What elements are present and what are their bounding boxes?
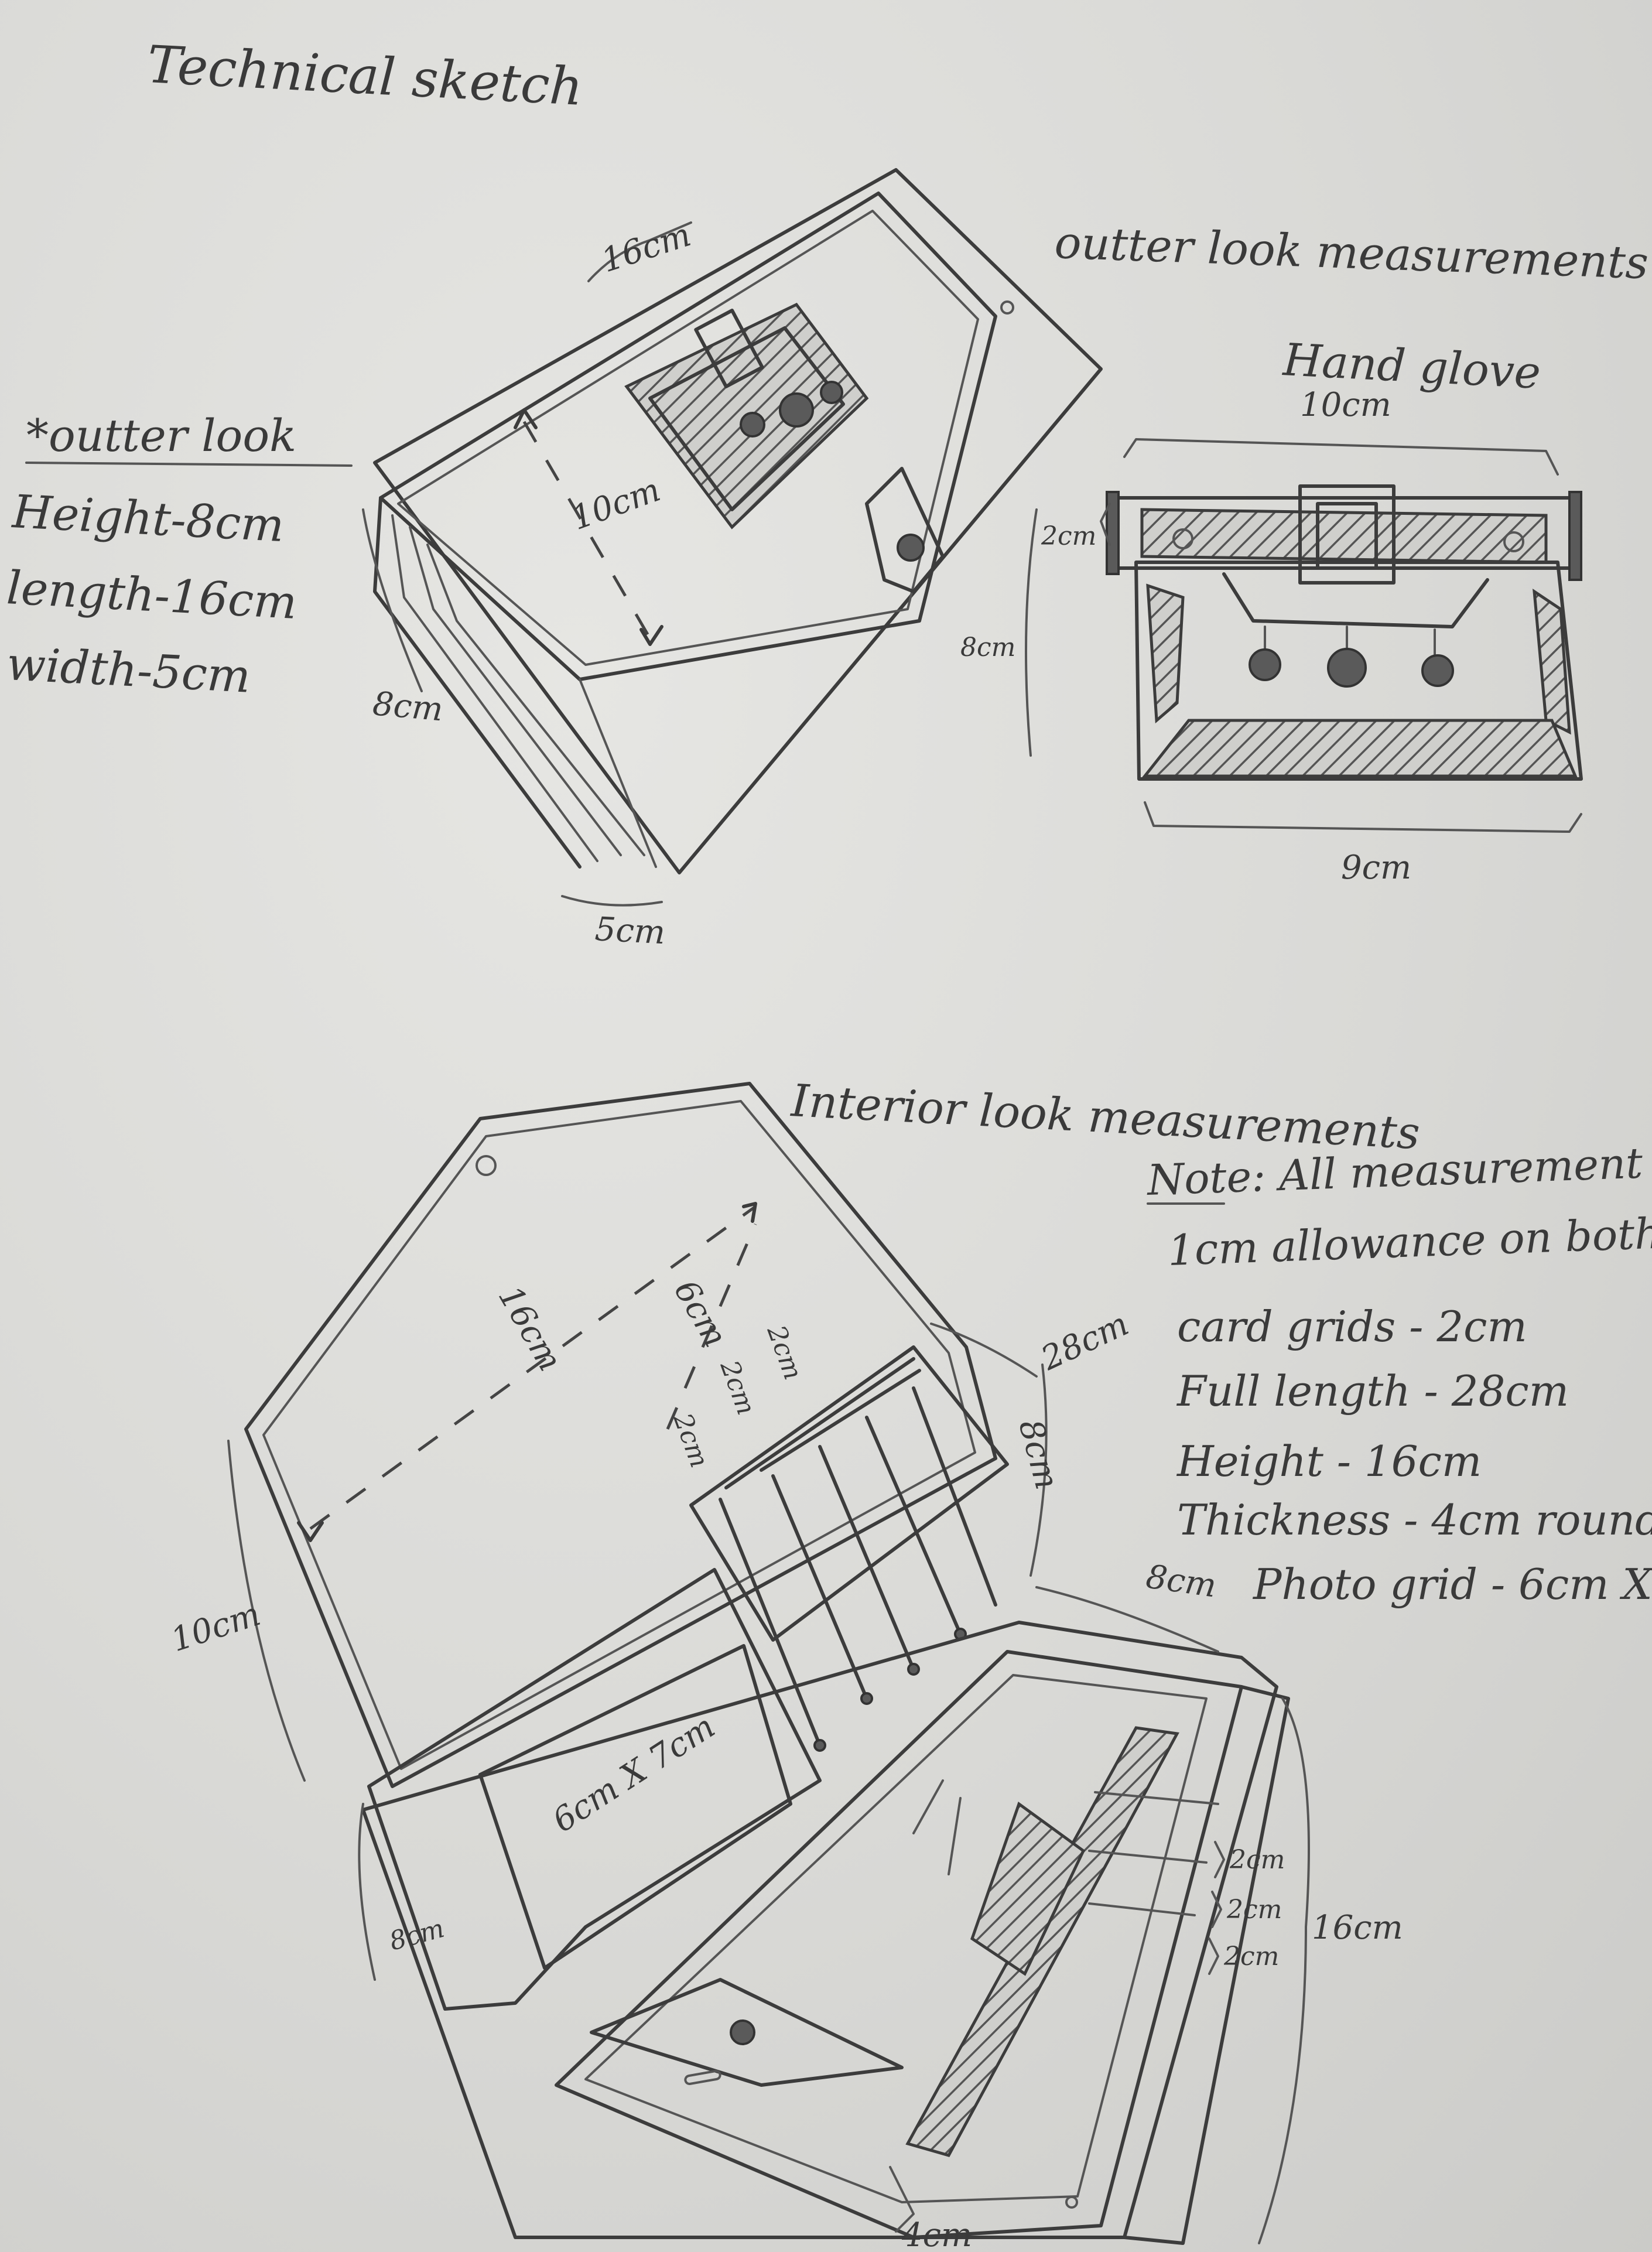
int-dim-flap-length: 16cm: [491, 1280, 569, 1378]
interior-notes: Note: All measurement has 1cm allowance …: [1145, 1135, 1652, 1609]
note-line-3: card grids - 2cm: [1177, 1302, 1527, 1351]
clasp-rivet-3: [820, 381, 843, 404]
note-line-4: Full length - 28cm: [1176, 1366, 1569, 1416]
int-dim-card-2: 2cm: [714, 1356, 761, 1419]
outer-dim-top: 16cm: [597, 216, 695, 280]
glove-dim-side: 8cm: [960, 633, 1015, 662]
interior-heading: Interior look measurements: [789, 1074, 1421, 1159]
outer-wallet-drawing: 16cm 10cm 8cm 5cm: [362, 168, 1103, 952]
outer-dim-bottom: 5cm: [594, 910, 666, 952]
int-dim-right-lower: 8cm: [1144, 1557, 1219, 1605]
int-dim-slot-3: 2cm: [1223, 1942, 1279, 1971]
interior-wallet-drawing: 16cm 6cm 2cm 2cm 2cm 6cm X 7cm: [166, 1082, 1403, 2252]
outer-spec-width: width-5cm: [5, 638, 252, 703]
note-line-6: Thickness - 4cm round: [1177, 1495, 1652, 1544]
int-dim-height: 16cm: [1312, 1909, 1403, 1947]
note-line-5: Height - 16cm: [1176, 1437, 1482, 1486]
outer-dim-side: 8cm: [371, 685, 444, 729]
note-line-2: 1cm allowance on both sides: [1167, 1204, 1652, 1275]
int-dim-left-lower: 8cm: [387, 1913, 447, 1957]
int-dim-flap-inner: 6cm: [666, 1274, 734, 1354]
hand-glove-drawing: Hand glove 10cm 2cm 8cm 9cm: [960, 333, 1583, 887]
outer-look-specs: *outter look Height-8cm length-16cm widt…: [5, 409, 353, 703]
outer-spec-length: length-16cm: [5, 562, 298, 630]
clasp-rivet-1: [740, 412, 765, 438]
outer-look-heading: *outter look: [26, 409, 296, 462]
outer-view-heading: outter look measurements: [1054, 216, 1649, 289]
outer-spec-height: Height-8cm: [10, 486, 285, 552]
glove-rivet-3: [1421, 654, 1454, 687]
int-dim-slot-1: 2cm: [1229, 1845, 1285, 1875]
glove-rivet-1: [1249, 648, 1281, 681]
note-line-7: Photo grid - 6cm X 7cm: [1252, 1560, 1652, 1609]
glove-dim-top: 10cm: [1300, 386, 1391, 424]
glove-rivet-2: [1327, 648, 1367, 688]
clasp-rivet-2: [779, 392, 814, 428]
int-dim-slot-2: 2cm: [1226, 1895, 1282, 1925]
glove-dim-bottom: 9cm: [1341, 849, 1411, 887]
int-dim-full: 28cm: [1035, 1305, 1135, 1378]
sketch-title: Technical sketch: [146, 34, 584, 117]
outer-dim-flap: 10cm: [567, 471, 666, 538]
int-dim-left-side: 10cm: [166, 1595, 265, 1659]
int-dim-right-side: 8cm: [1011, 1416, 1066, 1494]
int-dim-card-3: 2cm: [667, 1409, 714, 1471]
int-dim-thickness: 4cm: [901, 2216, 972, 2252]
glove-dim-strap: 2cm: [1041, 521, 1096, 551]
int-dim-photo: 6cm X 7cm: [546, 1707, 721, 1840]
int-dim-card-1: 2cm: [761, 1321, 808, 1383]
